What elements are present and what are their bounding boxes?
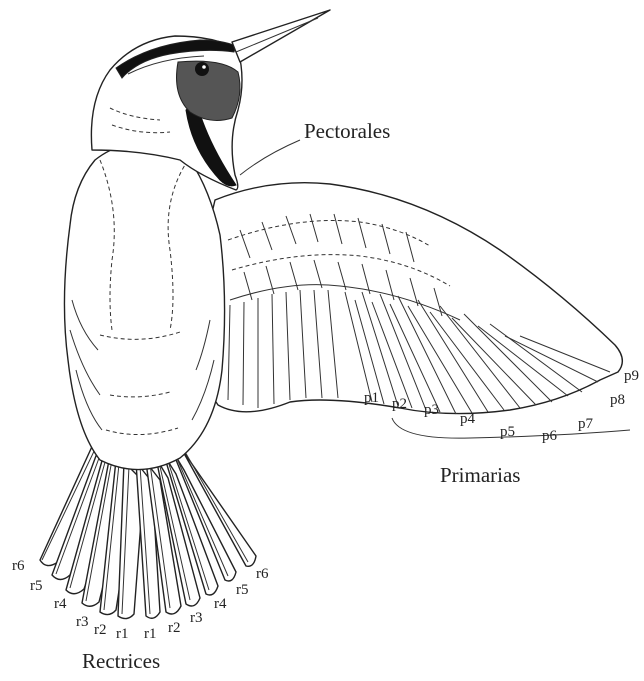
- primary-label: p7: [578, 416, 594, 432]
- pectorales-pointer: [240, 140, 300, 175]
- primary-label: p4: [460, 411, 476, 427]
- primary-label: p3: [424, 402, 439, 418]
- rectrix-label: r5: [236, 582, 249, 598]
- rectrix-label: r4: [54, 596, 67, 612]
- rectrix-label: r4: [214, 596, 227, 612]
- rectrix-label: r6: [12, 558, 25, 574]
- rectrices-label: Rectrices: [82, 649, 160, 673]
- rectrix-label: r3: [190, 610, 203, 626]
- rectrix-label: r1: [116, 626, 129, 642]
- body: [64, 140, 224, 470]
- rectrix-label: r2: [94, 622, 107, 638]
- rectrix-label: r2: [168, 620, 181, 636]
- primary-label: p9: [624, 368, 639, 384]
- rectrix-label: r5: [30, 578, 43, 594]
- primary-label: p1: [364, 390, 379, 406]
- primary-label: p8: [610, 392, 625, 408]
- pectorales-label: Pectorales: [304, 119, 390, 143]
- primary-label: p6: [542, 428, 558, 444]
- eye-icon: [195, 62, 209, 76]
- rectrix-label: r3: [76, 614, 89, 630]
- rectrix-label: r6: [256, 566, 269, 582]
- rectrix-label: r1: [144, 626, 157, 642]
- primary-label: p2: [392, 396, 407, 412]
- primary-label: p5: [500, 424, 515, 440]
- primarias-label: Primarias: [440, 463, 520, 487]
- wing: [200, 183, 622, 414]
